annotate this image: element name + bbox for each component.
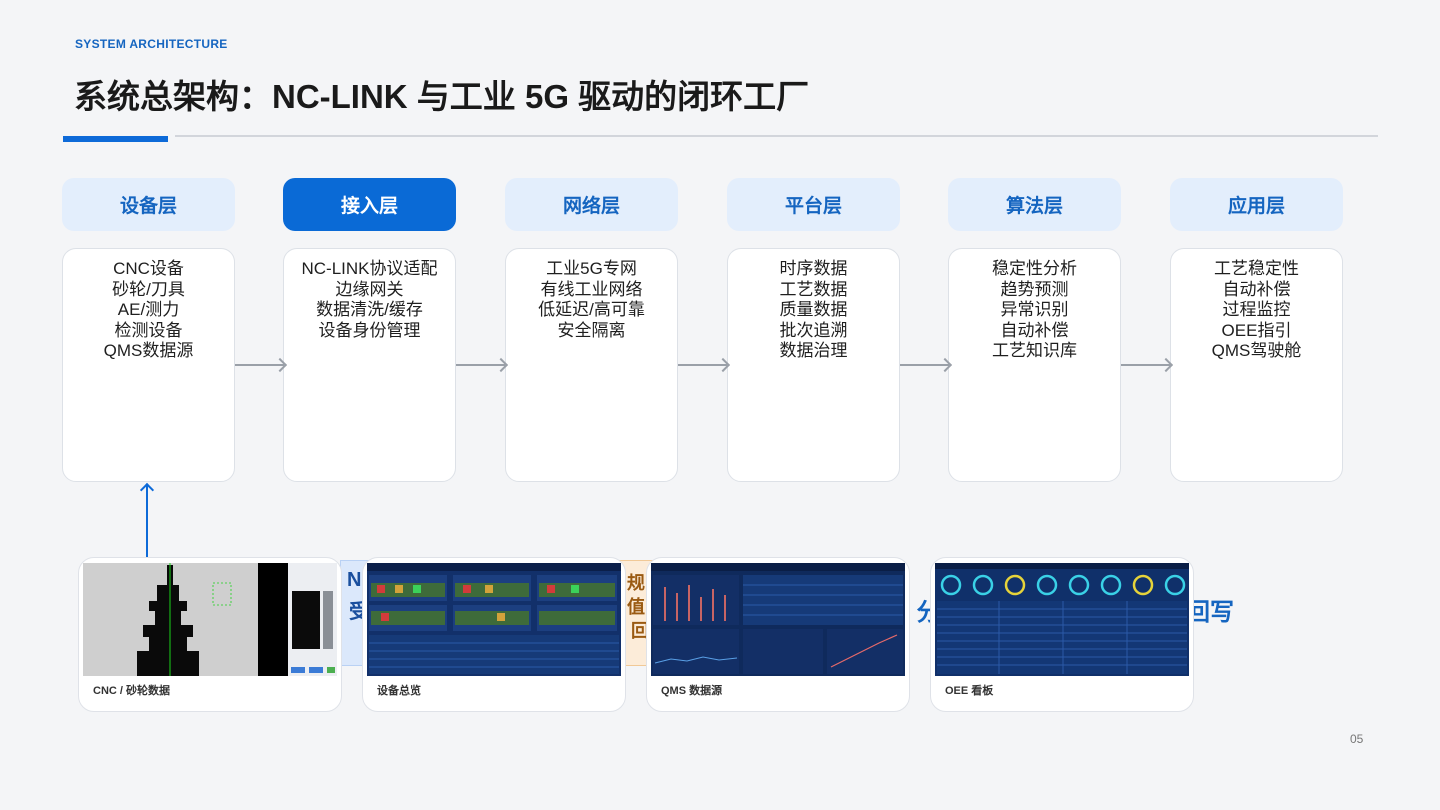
screenshot-card-oee[interactable]: OEE 看板	[930, 557, 1194, 712]
cnc-screenshot	[83, 563, 337, 676]
layer-item: 数据治理	[779, 341, 848, 360]
layer-item: 过程监控	[1222, 300, 1291, 319]
layer-head-device[interactable]: 设备层	[62, 178, 235, 231]
flow-arrow	[456, 364, 505, 366]
layer-item: 批次追溯	[779, 320, 848, 340]
oee-screenshot	[935, 563, 1189, 676]
layer-head-network[interactable]: 网络层	[505, 178, 678, 231]
layer-item: 自动补偿	[1000, 320, 1069, 340]
layer-item: 安全隔离	[557, 320, 626, 340]
layer-head-platform[interactable]: 平台层	[727, 178, 900, 231]
layer-item: 异常识别	[1000, 300, 1069, 319]
feedback-up-arrow	[146, 485, 148, 559]
layer-item: NC-LINK协议适配	[301, 259, 438, 278]
loop-text-d: 回写	[1186, 599, 1234, 626]
layer-item: QMS数据源	[103, 341, 194, 360]
flow-arrow	[235, 364, 284, 366]
layer-item: 工业5G专网	[546, 259, 637, 278]
layer-item: 检测设备	[114, 320, 183, 340]
layer-item: 时序数据	[779, 259, 848, 278]
layer-item: 工艺稳定性	[1214, 259, 1299, 278]
layer-item: 设备身份管理	[318, 320, 421, 340]
layer-card-network: 工业5G专网 有线工业网络 低延迟/高可靠 安全隔离	[505, 248, 678, 482]
layer-item: 趋势预测	[1000, 279, 1069, 299]
workpiece-silhouette	[137, 565, 199, 676]
title-accent-bar	[63, 136, 168, 142]
screenshot-caption: CNC / 砂轮数据	[93, 685, 170, 697]
layer-item: OEE指引	[1221, 320, 1292, 340]
layer-item: 边缘网关	[335, 279, 404, 299]
page-title: 系统总架构：NC-LINK 与工业 5G 驱动的闭环工厂	[74, 78, 810, 115]
layer-item: 数据清洗/缓存	[316, 300, 423, 319]
flow-arrow	[678, 364, 727, 366]
layer-item: 质量数据	[779, 300, 848, 319]
screenshot-caption: 设备总览	[377, 685, 421, 697]
title-divider	[175, 135, 1378, 137]
flow-arrow	[900, 364, 949, 366]
layer-item: 低延迟/高可靠	[538, 300, 645, 319]
layer-item: 工艺知识库	[992, 341, 1077, 360]
layer-item: QMS驾驶舱	[1211, 341, 1302, 360]
screenshot-caption: OEE 看板	[945, 685, 994, 697]
layer-head-access[interactable]: 接入层	[283, 178, 456, 231]
screenshot-card-cnc[interactable]: CNC / 砂轮数据	[78, 557, 342, 712]
layer-item: 自动补偿	[1222, 279, 1291, 299]
eyebrow-label: SYSTEM ARCHITECTURE	[75, 37, 228, 51]
layer-item: 有线工业网络	[540, 279, 643, 299]
layer-item: CNC设备	[113, 259, 184, 278]
layer-head-application[interactable]: 应用层	[1170, 178, 1343, 231]
layer-item: 稳定性分析	[992, 259, 1077, 278]
layer-card-algorithm: 稳定性分析 趋势预测 异常识别 自动补偿 工艺知识库	[948, 248, 1121, 482]
layer-item: AE/测力	[117, 300, 180, 319]
qms-screenshot	[651, 563, 905, 676]
layer-card-application: 工艺稳定性 自动补偿 过程监控 OEE指引 QMS驾驶舱	[1170, 248, 1343, 482]
flow-arrow	[1121, 364, 1170, 366]
page-number: 05	[1350, 732, 1364, 746]
layer-head-algorithm[interactable]: 算法层	[948, 178, 1121, 231]
layer-item: 工艺数据	[779, 279, 848, 299]
layer-card-access: NC-LINK协议适配 边缘网关 数据清洗/缓存 设备身份管理	[283, 248, 456, 482]
screenshot-caption: QMS 数据源	[661, 685, 723, 697]
screenshot-card-devices[interactable]: 设备总览	[362, 557, 626, 712]
layer-item: 砂轮/刀具	[112, 279, 185, 299]
layer-card-platform: 时序数据 工艺数据 质量数据 批次追溯 数据治理	[727, 248, 900, 482]
layer-card-device: CNC设备 砂轮/刀具 AE/测力 检测设备 QMS数据源	[62, 248, 235, 482]
device-overview-screenshot	[367, 563, 621, 676]
screenshot-card-qms[interactable]: QMS 数据源	[646, 557, 910, 712]
